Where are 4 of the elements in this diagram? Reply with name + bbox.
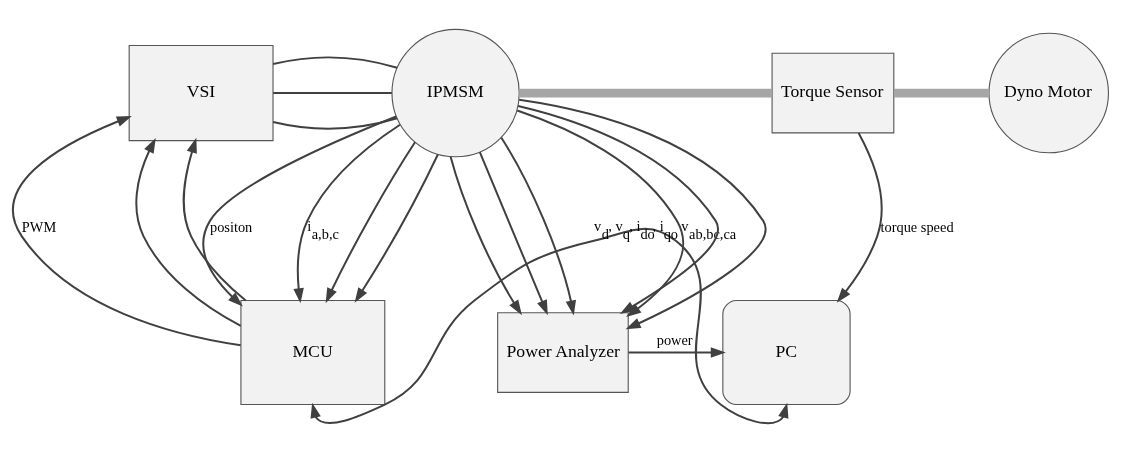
edge-label: PWM: [21, 218, 57, 235]
edge-label: power: [656, 331, 693, 348]
edge-label: positon: [209, 218, 253, 235]
edge-label: torque speed: [880, 218, 954, 235]
